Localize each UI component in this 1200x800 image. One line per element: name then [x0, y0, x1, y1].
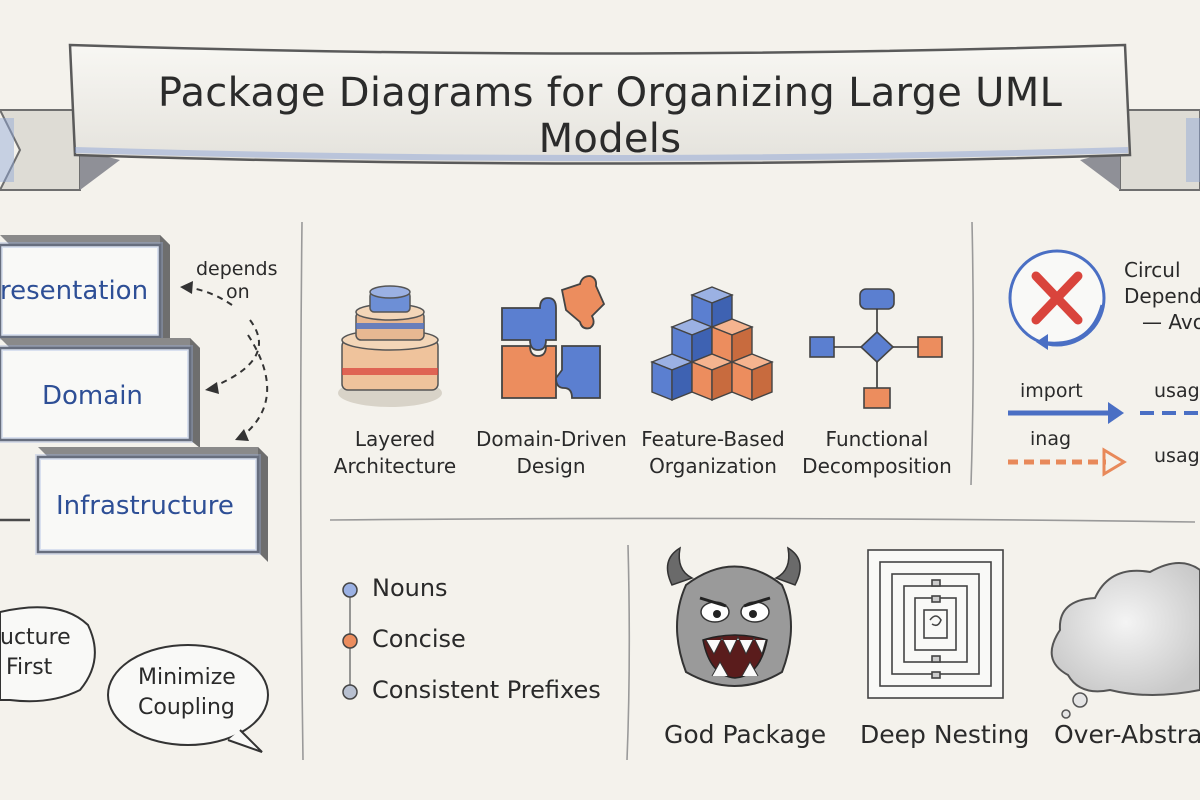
bubble-minimize-coupling [107, 644, 269, 753]
pattern-label-line1: Layered [354, 427, 436, 451]
naming-item-consistent-prefixes: Consistent Prefixes [372, 676, 601, 704]
circular-label-line1: Circul [1124, 258, 1181, 282]
bubble-structure-first-line2: First [6, 655, 53, 680]
anti-pattern-over-abstraction-label: Over-Abstrac [1054, 720, 1200, 749]
pattern-label-line1: Functional [825, 427, 929, 451]
pattern-domain-driven-design-label: Domain-Driven Design [476, 426, 627, 480]
layer-label-presentation: resentation [0, 276, 149, 306]
import-label: import [1020, 380, 1083, 402]
title-banner [0, 43, 1200, 191]
pattern-label-line1: Domain-Driven [476, 427, 627, 451]
depends-label-line2: on [226, 281, 250, 303]
inag-label: inag [1030, 428, 1072, 450]
flowchart-icon [809, 288, 943, 409]
pattern-feature-based-organization-label: Feature-Based Organization [638, 426, 788, 480]
naming-item-concise: Concise [372, 625, 466, 653]
import-arrow [1008, 402, 1124, 424]
pattern-label-line2: Architecture [333, 454, 457, 478]
god-package-monster-icon [666, 546, 801, 687]
anti-pattern-god-package-label: God Package [664, 720, 827, 749]
deep-nesting-icon [867, 549, 1004, 699]
avoid-x-icon [1008, 249, 1106, 350]
section-dividers [299, 221, 1196, 761]
pattern-label-line2: Design [516, 454, 586, 478]
pattern-label-line1: Feature-Based [641, 427, 785, 451]
pattern-label-line2: Decomposition [802, 454, 952, 478]
usage-label-2: usag [1154, 445, 1200, 467]
page-title: Package Diagrams for Organizing Large UM… [157, 70, 1063, 162]
layer-box-domain [0, 338, 200, 448]
pattern-layered-architecture-label: Layered Architecture [330, 426, 460, 480]
circular-label-line3: — Avo [1142, 310, 1200, 334]
layer-label-infrastructure: Infrastructure [56, 491, 234, 521]
layer-label-domain: Domain [42, 381, 143, 411]
layer-box-presentation [0, 235, 170, 345]
anti-pattern-deep-nesting-label: Deep Nesting [860, 720, 1030, 749]
circular-label-line2: Dependen [1124, 284, 1200, 308]
puzzle-pieces-icon [501, 275, 606, 399]
depends-label-line1: depends [196, 258, 278, 280]
over-abstraction-cloud-icon [1050, 562, 1200, 719]
layered-cake-icon [338, 285, 442, 407]
naming-timeline [342, 582, 358, 700]
layer-box-infrastructure [35, 447, 268, 562]
bubble-minimize-coupling-line1: Minimize [138, 665, 236, 690]
inag-arrow [1008, 447, 1127, 477]
naming-item-nouns: Nouns [372, 574, 448, 602]
dependency-arrowheads [180, 281, 249, 441]
bubble-structure-first-line1: ucture [0, 625, 71, 650]
pattern-functional-decomposition-label: Functional Decomposition [800, 426, 954, 480]
usage-label-1: usag [1154, 380, 1200, 402]
bubble-structure-first [0, 606, 96, 703]
pattern-label-line2: Organization [649, 454, 777, 478]
cube-pyramid-icon [650, 286, 774, 402]
bubble-minimize-coupling-line2: Coupling [138, 695, 235, 720]
